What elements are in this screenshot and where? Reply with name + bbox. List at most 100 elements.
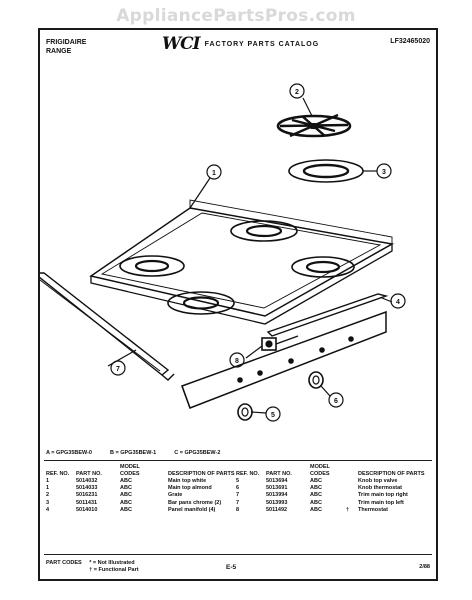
description-cell: Panel manifold (4) [168, 506, 216, 513]
parts-table-left: REF. NO. PART NO. MODEL CODES DESCRIPTIO… [46, 464, 242, 514]
callout-3-circle [376, 163, 392, 179]
brand-name: FRIGIDAIRE [46, 39, 87, 46]
functional-mark-cell [156, 500, 168, 507]
callout-5: 5 [271, 412, 275, 419]
description-cell: Main top white [168, 478, 207, 484]
callout-7-circle [110, 360, 126, 376]
functional-mark-cell: † [346, 506, 350, 513]
description-cell: Bar pans chrome (2) [168, 499, 222, 506]
header-logo-block: WCI FACTORY PARTS CATALOG [162, 34, 319, 54]
part-no-cell: 5013691 [266, 485, 288, 492]
leader-8 [245, 345, 263, 359]
ref-no-cell: 7 [236, 492, 240, 499]
ref-no-cell: 1 [46, 485, 50, 492]
trim-strip-right-part [266, 293, 389, 337]
callout-6-circle [328, 392, 344, 408]
ref-no-cell: 3 [46, 499, 50, 506]
model-code-c: C = GPG35BEW-2 [174, 450, 221, 456]
model-code-b: B = GPG35BEW-1 [110, 450, 157, 456]
model-code-cell: ABC [120, 485, 132, 492]
model-code-cell: ABC [120, 499, 132, 506]
model-code-cell: ABC [310, 478, 322, 484]
table-bottom-rule [44, 554, 432, 555]
part-no-cell: 5014010 [76, 506, 98, 513]
table-header-row: REF. NO. PART NO. MODEL CODES DESCRIPTIO… [236, 464, 432, 478]
grate-part [276, 113, 352, 138]
callout-1: 1 [212, 170, 216, 177]
callout-8-circle [229, 352, 245, 368]
callout-4-circle [390, 293, 406, 309]
header-brand-block: FRIGIDAIRE RANGE [46, 38, 86, 56]
part-codes-label: PART CODES [46, 560, 82, 566]
model-code-cell: ABC [120, 492, 132, 499]
functional-mark-cell [346, 492, 358, 499]
col-ref-no: REF. NO. [236, 471, 260, 477]
catalog-date: 2/88 [419, 564, 430, 570]
burner-pan-part [288, 159, 364, 183]
product-name: RANGE [46, 48, 72, 55]
part-codes-legend: PART CODES * = Not Illustrated † = Funct… [46, 560, 139, 574]
col-model-codes: MODEL CODES [120, 464, 140, 477]
leader-6 [320, 385, 331, 397]
model-code-cell: ABC [120, 478, 132, 484]
description-cell: Thermostat [358, 506, 388, 513]
model-code-a: A = GPG35BEW-0 [46, 450, 92, 456]
functional-mark-cell [156, 492, 168, 499]
exploded-parts-diagram: 2 3 1 4 7 8 6 5 [40, 83, 406, 422]
callout-4: 4 [396, 299, 400, 306]
trim-strip-part [40, 272, 175, 381]
catalog-title: FACTORY PARTS CATALOG [204, 40, 320, 48]
part-no-cell: 5016231 [76, 492, 98, 499]
col-part-no: PART NO. [266, 471, 292, 477]
table-row: 1 5014032 ABC Main top white [46, 478, 242, 485]
page-number: E-5 [226, 564, 237, 571]
functional-mark-cell [156, 507, 168, 514]
parts-table-right: REF. NO. PART NO. MODEL CODES DESCRIPTIO… [236, 464, 432, 514]
part-no-cell: 5011431 [76, 499, 98, 506]
model-codes-row: A = GPG35BEW-0 B = GPG35BEW-1 C = GPG35B… [46, 450, 220, 456]
thermostat-part [261, 335, 299, 351]
functional-mark-cell [156, 485, 168, 492]
leader-5 [250, 411, 267, 414]
functional-mark-cell [346, 500, 358, 507]
callout-8: 8 [235, 358, 239, 365]
part-no-cell: 5014033 [76, 485, 98, 492]
part-no-cell: 5013993 [266, 499, 288, 506]
table-row: 3 5011431 ABC Bar pans chrome (2) [46, 500, 242, 507]
functional-mark-cell [346, 478, 358, 485]
col-model-codes: MODEL CODES [310, 464, 330, 477]
ref-no-cell: 1 [46, 478, 50, 484]
part-no-cell: 5014032 [76, 478, 98, 484]
callout-2-circle [289, 83, 305, 99]
ref-no-cell: 8 [236, 506, 240, 513]
callout-1-circle [206, 164, 222, 180]
functional-mark-cell [346, 485, 358, 492]
leader-2 [302, 97, 313, 117]
catalog-page: FRIGIDAIRE RANGE WCI FACTORY PARTS CATAL… [38, 28, 438, 581]
col-description: DESCRIPTION OF PARTS [168, 471, 235, 477]
table-row: 4 5014010 ABC Panel manifold (4) [46, 507, 242, 514]
table-header-row: REF. NO. PART NO. MODEL CODES DESCRIPTIO… [46, 464, 242, 478]
model-code-cell: ABC [120, 506, 132, 513]
callout-6: 6 [334, 398, 338, 405]
description-cell: Main top almond [168, 485, 212, 492]
description-cell: Knob thermostat [358, 485, 402, 492]
ref-no-cell: 4 [46, 506, 50, 513]
watermark: AppliancePartsPros.com [116, 6, 356, 26]
description-cell: Grate [168, 492, 183, 499]
model-code-cell: ABC [310, 492, 322, 499]
model-code-cell: ABC [310, 485, 322, 492]
model-code-cell: ABC [310, 506, 322, 513]
col-ref-no: REF. NO. [46, 471, 70, 477]
valve-knob-part [237, 403, 253, 421]
leader-4 [381, 297, 393, 303]
functional-mark-cell [156, 478, 168, 485]
part-no-cell: 5013694 [266, 478, 288, 484]
part-code-not-illustrated: * = Not Illustrated [89, 560, 135, 566]
